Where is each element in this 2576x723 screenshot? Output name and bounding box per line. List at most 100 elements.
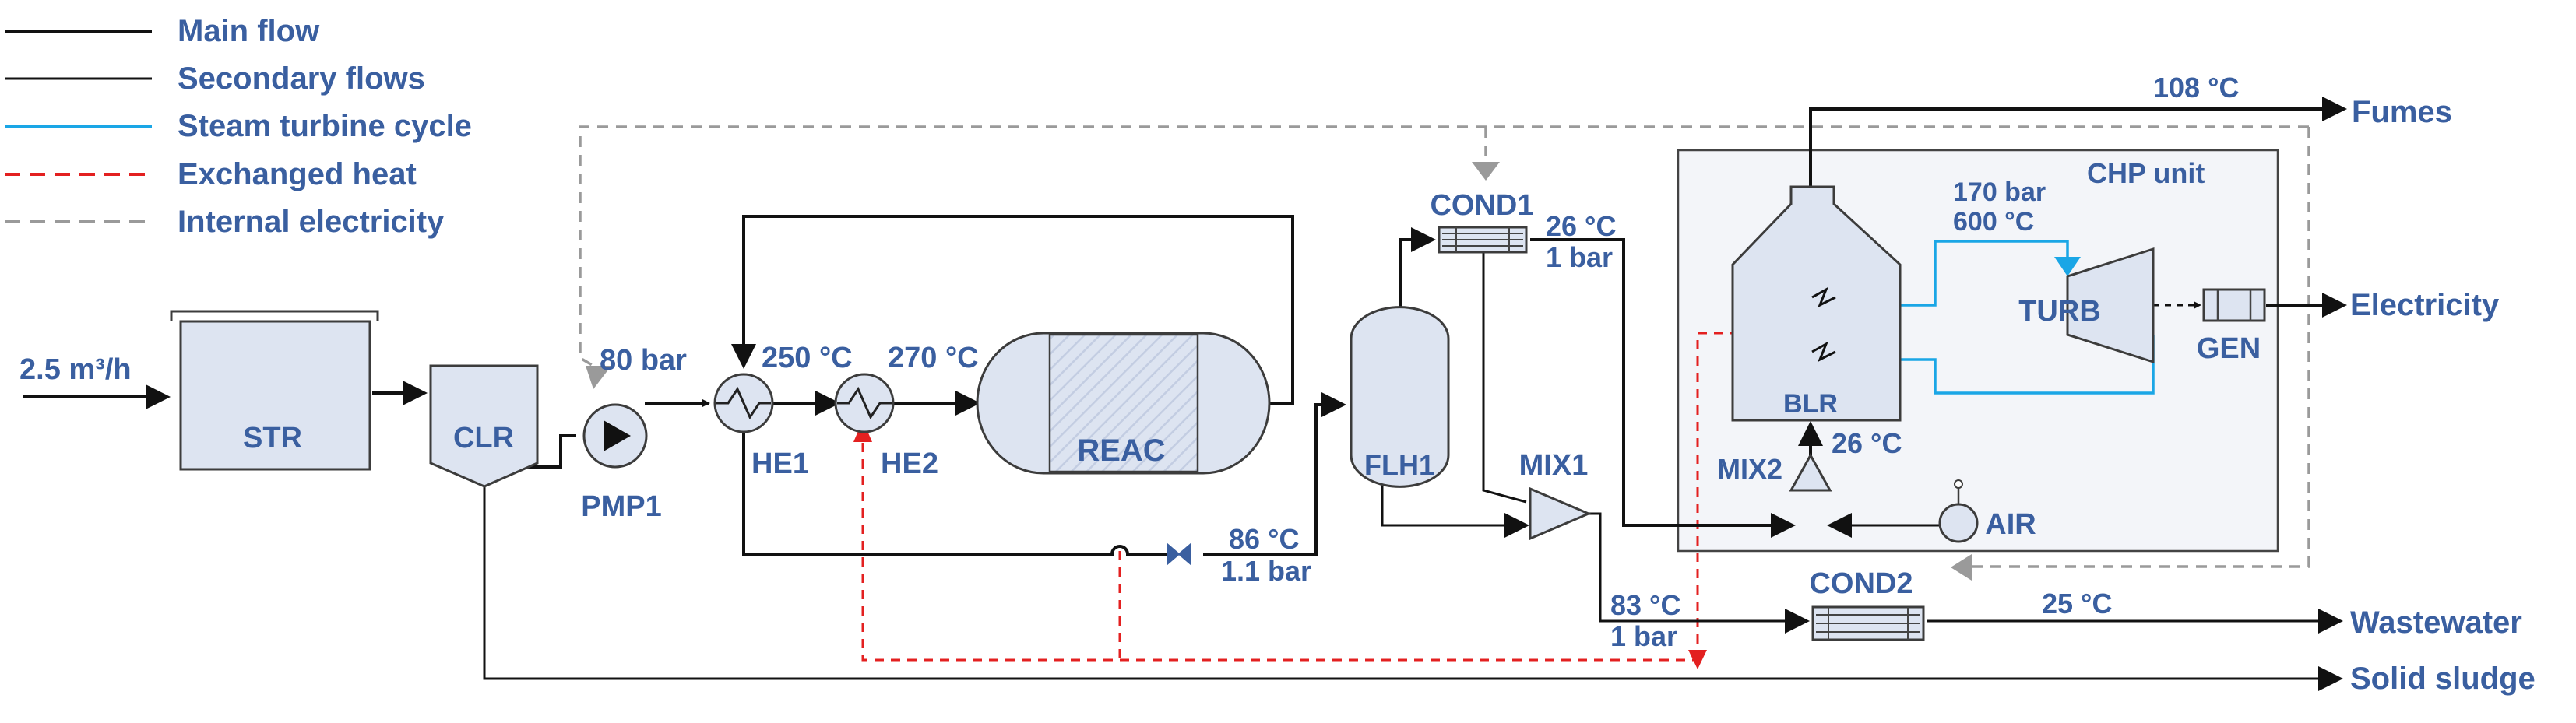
generator[interactable]: GEN: [2197, 288, 2266, 365]
air-blower-body: [1938, 503, 1979, 543]
flash-drum-body: [1350, 306, 1450, 488]
mix1-temp-label: 83 °C: [1610, 589, 1680, 621]
electricity-arrow-cond1: [1472, 162, 1500, 181]
condenser-1-tubes: [1442, 227, 1523, 252]
air-blower-top: [1954, 479, 1963, 489]
boiler-body: [1731, 185, 1902, 422]
generator-body: [2202, 288, 2266, 322]
pump-label: PMP1: [581, 490, 661, 523]
boiler-coil-upper-icon: [1811, 286, 1836, 308]
clarifier[interactable]: CLR: [429, 364, 539, 488]
heat-exchanger-1-coil-icon: [716, 386, 771, 420]
flow-cond1-to-mix1: [1482, 253, 1527, 504]
steam-pressure-label: 170 bar: [1953, 177, 2046, 207]
legend: Main flow Secondary flows Steam turbine …: [5, 14, 472, 239]
valve-pressure-label: 1.1 bar: [1221, 555, 1311, 587]
electricity-output-label: Electricity: [2350, 288, 2500, 322]
fumes-temp-label: 108 °C: [2153, 72, 2239, 104]
internal-electricity-lines: [579, 125, 2310, 581]
flow-flh1-to-cond1: [1399, 227, 1436, 307]
mixer-2-body: [1789, 452, 1832, 492]
secondary-flow-lines: [483, 253, 2343, 691]
cond1-pressure-label: 1 bar: [1546, 241, 1613, 273]
reactor-label: REAC: [1077, 433, 1165, 468]
solid-sludge-output-label: Solid sludge: [2350, 662, 2536, 696]
flow-clr-sludge: [483, 483, 2343, 691]
mixer-2[interactable]: MIX2: [1717, 452, 1832, 492]
flow-reac-recycle: [731, 215, 1294, 405]
generator-label: GEN: [2197, 332, 2261, 365]
mixer-1-body: [1529, 486, 1592, 541]
output-labels: Fumes Electricity Wastewater Solid sludg…: [2350, 95, 2536, 696]
boiler[interactable]: BLR: [1731, 185, 1902, 422]
storage-tank-lid: [170, 310, 379, 321]
flow-valve-to-flh1: [1203, 392, 1346, 556]
reactor-hatched-zone: [1048, 333, 1199, 473]
clarifier-label: CLR: [453, 422, 514, 455]
legend-secondary-flows-label: Secondary flows: [178, 61, 425, 96]
pump-arrow-icon: [604, 420, 631, 451]
turbine-body: [2066, 247, 2155, 364]
flash-drum[interactable]: FLH1: [1350, 306, 1450, 488]
clarifier-body: [429, 364, 539, 488]
valve-body: [1167, 542, 1191, 566]
mix1-pressure-label: 1 bar: [1610, 620, 1677, 652]
flow-he1-bottom: [742, 428, 1176, 556]
main-flow-lines: [23, 97, 2347, 556]
flash-drum-label: FLH1: [1364, 449, 1434, 481]
heat-arrow-down: [1688, 650, 1707, 669]
legend-internal-electricity-label: Internal electricity: [178, 205, 445, 239]
legend-main-flow-label: Main flow: [178, 14, 320, 48]
heat-exchanger-1-label: HE1: [751, 447, 809, 480]
condenser-2-tubes: [1816, 607, 1920, 640]
condenser-2-label: COND2: [1809, 567, 1913, 600]
heat-line-bottom: [861, 426, 1698, 662]
wastewater-temp-label: 25 °C: [2042, 588, 2112, 619]
boiler-label: BLR: [1783, 389, 1838, 419]
heat-exchanger-1[interactable]: HE1: [713, 373, 809, 480]
electricity-line-top: [579, 125, 2309, 367]
valve-temp-label: 86 °C: [1229, 523, 1299, 555]
he2-temp-label: 270 °C: [888, 342, 979, 374]
condition-labels: 2.5 m³/h 80 bar 250 °C 270 °C 86 °C 1.1 …: [19, 72, 2239, 652]
boiler-coil-lower-icon: [1811, 341, 1836, 363]
wastewater-output-label: Wastewater: [2350, 605, 2522, 640]
chp-unit-label: CHP unit: [2087, 157, 2205, 189]
valve[interactable]: [1167, 542, 1191, 566]
heat-exchanger-2-coil-icon: [837, 386, 892, 420]
mix2-temp-label: 26 °C: [1832, 427, 1902, 459]
pump[interactable]: PMP1: [581, 403, 662, 523]
electricity-line-cond2: [1970, 127, 2310, 568]
flow-flh1-to-mix1: [1381, 475, 1529, 538]
electricity-arrow-pump: [586, 366, 611, 389]
air-blower[interactable]: AIR: [1938, 479, 2036, 543]
turbine[interactable]: TURB: [2018, 247, 2155, 364]
heat-exchanger-2[interactable]: HE2: [834, 373, 938, 480]
legend-steam-cycle-label: Steam turbine cycle: [178, 109, 472, 143]
flow-mix1-to-cond2: [1589, 512, 1810, 634]
legend-exchanged-heat-label: Exchanged heat: [178, 157, 417, 191]
storage-tank-body: [179, 320, 371, 471]
mixer-1-label: MIX1: [1519, 449, 1589, 482]
storage-tank[interactable]: STR: [170, 310, 379, 471]
turbine-label: TURB: [2018, 295, 2101, 328]
storage-tank-label: STR: [243, 422, 302, 455]
cond1-temp-label: 26 °C: [1546, 210, 1616, 242]
generator-divider: [2216, 290, 2252, 321]
steam-arrow-turbine: [2054, 257, 2081, 276]
pump-pressure-label: 80 bar: [600, 344, 687, 377]
fumes-output-label: Fumes: [2352, 95, 2452, 129]
condenser-2[interactable]: COND2: [1809, 567, 1925, 641]
he1-temp-label: 250 °C: [762, 342, 853, 374]
reactor[interactable]: REAC: [976, 332, 1271, 475]
heat-exchanger-2-label: HE2: [881, 447, 938, 480]
flow-cond1-to-mix2: [1530, 238, 1796, 538]
mixer-2-label: MIX2: [1717, 453, 1782, 485]
feed-rate-label: 2.5 m³/h: [19, 353, 132, 386]
steam-temp-label: 600 °C: [1953, 207, 2034, 237]
electricity-arrow-cond2: [1951, 554, 1972, 581]
flow-clr-to-pump: [506, 434, 576, 469]
condenser-1[interactable]: COND1: [1430, 189, 1534, 254]
mixer-1[interactable]: MIX1: [1519, 449, 1592, 541]
